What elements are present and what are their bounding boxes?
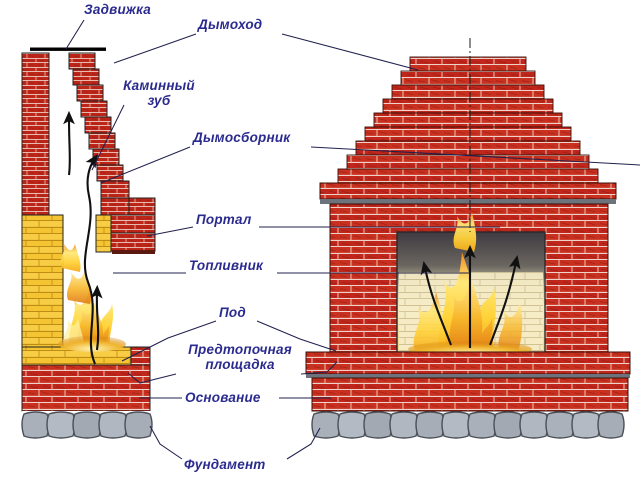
leader-fundament-left	[149, 425, 183, 460]
front-view	[305, 38, 631, 439]
section-view	[21, 47, 156, 440]
label-kaminny-zub-line1: Каминный	[123, 78, 195, 93]
label-fundament: Фундамент	[184, 457, 266, 472]
chimney-left-wall	[21, 52, 50, 216]
leader-pod-left	[121, 320, 217, 362]
label-portal: Портал	[196, 212, 252, 227]
label-predtopochnaya-ploshchadka: Предтопочная площадка	[178, 342, 302, 372]
label-toplivnik: Топливник	[189, 258, 264, 273]
section-flames	[58, 244, 126, 352]
leader-predtopoch-left	[127, 372, 177, 384]
leader-dymohod-right	[281, 33, 419, 71]
draft-arrows-section	[63, 110, 103, 365]
label-kaminny-zub: Каминный зуб	[117, 78, 201, 108]
leader-dymosbornik-left	[100, 146, 191, 184]
label-kaminny-zub-line2: зуб	[147, 93, 171, 108]
label-pod: Под	[219, 305, 246, 320]
draft-arrows-front	[420, 244, 521, 348]
leader-kaminny-zub	[91, 104, 125, 171]
chimney-stepped-wall	[68, 52, 124, 182]
smoke-collector-steps	[319, 56, 617, 204]
label-dymohod: Дымоход	[198, 17, 263, 32]
section-base	[21, 346, 151, 412]
section-foundation-stones	[21, 411, 153, 440]
leader-dymohod-left	[113, 33, 197, 64]
label-zadvizhka: Задвижка	[84, 2, 151, 17]
fireplace-tooth-block	[95, 180, 156, 254]
hearth-platform	[305, 351, 631, 378]
front-base	[311, 377, 629, 412]
label-osnovanie: Основание	[185, 390, 261, 405]
leader-lines	[65, 19, 640, 460]
label-dymosbornik: Дымосборник	[193, 130, 291, 145]
leader-zadvizhka	[65, 19, 85, 50]
label-predtopoch-line2: площадка	[205, 357, 275, 372]
label-predtopoch-line1: Предтопочная	[188, 342, 292, 357]
leader-fundament-right	[286, 427, 321, 460]
firebox-lining-left	[21, 214, 151, 366]
leader-portal-left	[146, 226, 194, 237]
leader-predtopoch-right	[300, 361, 338, 375]
damper-part	[30, 47, 106, 51]
front-foundation-stones	[311, 411, 625, 439]
leader-pod-right	[256, 320, 337, 352]
leader-dymosbornik-right	[310, 146, 640, 166]
